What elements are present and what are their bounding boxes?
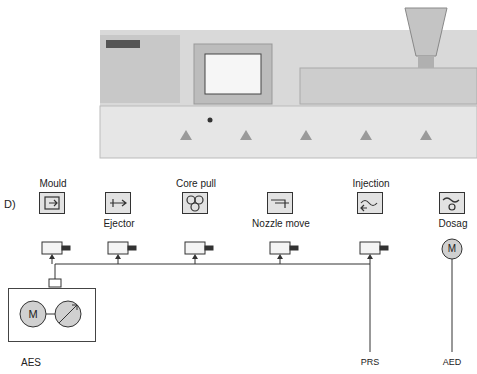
function-label: Core pull [176, 178, 216, 190]
function-icon-box: Dosag [439, 192, 465, 214]
hydraulic-lines [52, 258, 452, 352]
cylinder-symbols [42, 242, 388, 254]
function-icon-box: Injection [357, 192, 383, 214]
function-label: Mould [39, 178, 66, 190]
dosage-motor [442, 239, 462, 259]
signal-label: D) [4, 198, 16, 210]
machine-logo [106, 40, 140, 48]
function-icon-box: Nozzle move [267, 192, 293, 214]
machine-base [100, 106, 477, 158]
function-icon-box: Core pull [182, 192, 208, 214]
function-icons [45, 196, 459, 211]
pump-arrow [46, 305, 77, 323]
hopper [405, 8, 447, 56]
control-screen [205, 54, 261, 94]
motor-symbol-letter: M [28, 308, 37, 320]
base-markers [180, 130, 432, 140]
machine-dot [208, 118, 213, 123]
control-panel [194, 44, 272, 104]
function-label: Injection [352, 178, 389, 190]
hopper-neck [418, 56, 434, 68]
aes-motor [20, 301, 46, 327]
icon-grounds [39, 192, 465, 214]
injection-unit [300, 68, 477, 104]
function-label: Ejector [103, 218, 134, 230]
function-icon-box: Ejector [105, 192, 131, 214]
function-label: Dosag [439, 218, 468, 230]
motor-symbol-letter: M [448, 243, 456, 255]
signal-label: AED [443, 356, 462, 368]
function-icon-box: Mould [39, 192, 65, 214]
signal-label: PRS [361, 356, 380, 368]
valve-block [49, 279, 61, 287]
pump-unit-box: AES [8, 288, 96, 342]
function-label: Nozzle move [252, 218, 310, 230]
line-arrowheads [49, 254, 373, 259]
function-label: AES [21, 357, 41, 369]
machine-guard [100, 35, 180, 103]
